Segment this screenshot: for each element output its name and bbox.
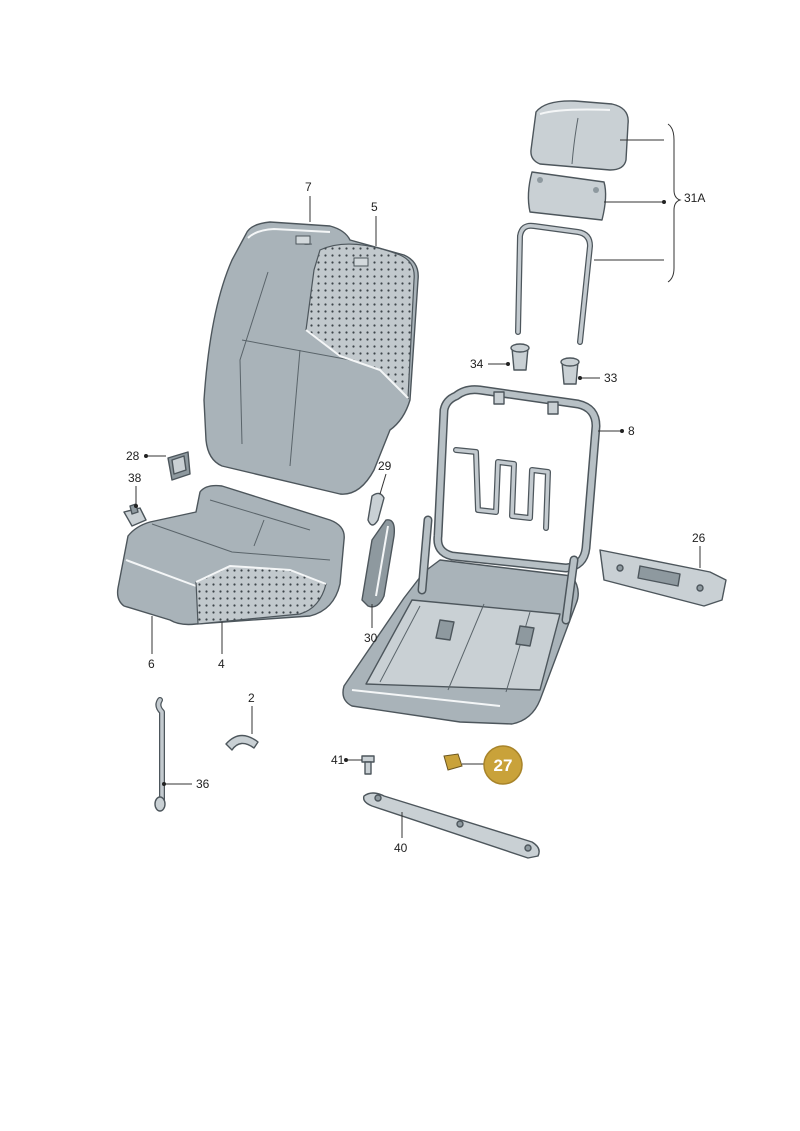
side-trim-30 (361, 519, 396, 608)
callout-36: 36 (162, 777, 210, 791)
clip-2 (225, 734, 259, 751)
callout-8: 8 (598, 424, 635, 438)
svg-text:4: 4 (218, 657, 225, 671)
svg-text:27: 27 (494, 756, 513, 775)
callout-27-badge: 27 (483, 745, 523, 785)
callout-6: 6 (148, 616, 155, 671)
seat-frame (342, 515, 579, 725)
svg-text:38: 38 (128, 471, 142, 485)
callout-28: 28 (126, 449, 166, 463)
head-restraint-guide-34 (510, 343, 530, 371)
svg-text:29: 29 (378, 459, 392, 473)
head-restraint-rod (515, 222, 593, 345)
seat-cushion-perforated-insert (195, 564, 327, 625)
svg-text:5: 5 (371, 200, 378, 214)
callout-7: 7 (305, 180, 312, 222)
callout-26: 26 (692, 531, 706, 568)
cable-36 (154, 697, 166, 812)
svg-text:34: 34 (470, 357, 484, 371)
svg-text:36: 36 (196, 777, 210, 791)
callout-34: 34 (470, 357, 510, 371)
head-restraint-cushion (530, 100, 629, 171)
svg-text:31A: 31A (684, 191, 705, 205)
svg-text:33: 33 (604, 371, 618, 385)
callout-4: 4 (218, 622, 225, 671)
callout-5: 5 (371, 200, 378, 246)
clip-38 (123, 503, 147, 527)
callout-38: 38 (128, 471, 142, 508)
bar-40 (362, 792, 540, 859)
nut-27-highlighted (443, 753, 484, 771)
cover-cap-28 (167, 451, 191, 481)
svg-text:6: 6 (148, 657, 155, 671)
callout-40: 40 (394, 812, 408, 855)
callout-33: 33 (578, 371, 618, 385)
svg-text:30: 30 (364, 631, 378, 645)
svg-text:41: 41 (331, 753, 345, 767)
svg-text:7: 7 (305, 180, 312, 194)
svg-text:26: 26 (692, 531, 706, 545)
trim-panel-29 (367, 492, 385, 526)
callout-30: 30 (364, 604, 378, 645)
backrest-frame (433, 385, 601, 573)
head-restraint-guide-33 (560, 357, 580, 385)
svg-text:2: 2 (248, 691, 255, 705)
head-restraint-cover (527, 171, 607, 221)
svg-text:28: 28 (126, 449, 140, 463)
callout-2: 2 (248, 691, 255, 734)
callout-29: 29 (378, 459, 392, 495)
svg-text:8: 8 (628, 424, 635, 438)
svg-text:40: 40 (394, 841, 408, 855)
backrest-perforated-insert (305, 243, 415, 400)
callout-31A: 31A (594, 123, 705, 283)
screw-41 (361, 755, 375, 775)
bracket-26 (599, 549, 727, 607)
callout-41: 41 (331, 753, 362, 767)
